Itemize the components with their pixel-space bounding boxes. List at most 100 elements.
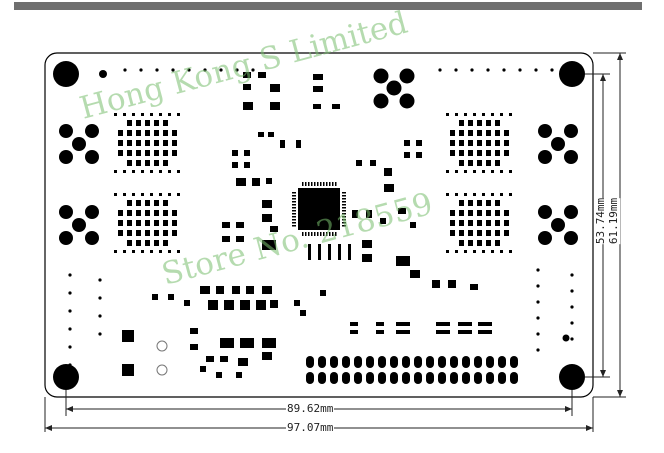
header-pin [318, 372, 326, 384]
header-pin [402, 356, 410, 368]
smd-pad [141, 113, 144, 116]
smd-pad [154, 130, 159, 136]
qfp-lead [292, 198, 296, 200]
smd-pad [446, 113, 449, 116]
smd-pad [410, 222, 416, 228]
smd-pad [486, 220, 491, 226]
smd-pad [127, 150, 132, 156]
smd-pad [477, 150, 482, 156]
smd-pad [459, 160, 464, 166]
smd-pad [145, 240, 150, 246]
qfp-lead [342, 210, 346, 212]
component-pads [59, 68, 578, 384]
via-dot [550, 68, 554, 72]
header-pin [342, 372, 350, 384]
smd-pad [450, 230, 455, 236]
via-dot [486, 68, 490, 72]
smd-pad [136, 230, 141, 236]
via-dot [570, 337, 574, 341]
smd-pad [432, 280, 440, 288]
smd-pad [404, 140, 410, 146]
smd-pad [123, 113, 126, 116]
smd-pad [459, 200, 464, 206]
smd-pad [168, 193, 171, 196]
round-pad [538, 150, 552, 164]
smd-pad [477, 230, 482, 236]
header-pin [450, 372, 458, 384]
round-pad [538, 205, 552, 219]
smd-pad [500, 113, 503, 116]
smd-pad [177, 193, 180, 196]
smd-pad [163, 220, 168, 226]
round-pad [551, 218, 565, 232]
smd-pad [127, 230, 132, 236]
smd-pad [154, 160, 159, 166]
header-pin [342, 356, 350, 368]
via-dot [536, 268, 540, 272]
qfp-lead [292, 207, 296, 209]
smd-pad [450, 220, 455, 226]
smd-pad [190, 328, 198, 334]
smd-pad [168, 170, 171, 173]
header-pin [426, 356, 434, 368]
smd-pad [300, 310, 306, 316]
smd-pad [477, 200, 482, 206]
qfp-lead [292, 201, 296, 203]
dimension-arrow [617, 53, 623, 60]
height-outer-label: 61.19mm [607, 197, 621, 245]
smd-pad [266, 178, 272, 184]
via-dot [502, 68, 506, 72]
smd-pad [145, 140, 150, 146]
via-dot [536, 316, 540, 320]
smd-pad [243, 72, 251, 78]
smd-pad [477, 160, 482, 166]
round-pad [564, 150, 578, 164]
via-dot [187, 68, 191, 72]
smd-pad [473, 113, 476, 116]
qfp-lead [292, 204, 296, 206]
smd-pad [154, 140, 159, 146]
via-dot [570, 273, 574, 277]
smd-pad [163, 120, 168, 126]
smd-pad [468, 130, 473, 136]
round-pad [399, 93, 415, 109]
smd-pad [240, 338, 254, 348]
smd-pad [114, 113, 117, 116]
smd-pad [244, 150, 250, 156]
mounting-hole [559, 364, 585, 390]
smd-pad [127, 240, 132, 246]
via-dot [536, 332, 540, 336]
smd-pad [477, 130, 482, 136]
header-pin [354, 372, 362, 384]
smd-pad [504, 140, 509, 146]
smd-pad [258, 72, 266, 78]
qfp-lead [292, 225, 296, 227]
smd-pad [495, 160, 500, 166]
smd-pad [491, 193, 494, 196]
fiducial-mark [156, 364, 168, 376]
smd-pad [145, 230, 150, 236]
smd-pad [152, 294, 158, 300]
smd-pad [136, 120, 141, 126]
smd-pad [482, 113, 485, 116]
round-pad [538, 231, 552, 245]
via-dot [98, 296, 102, 300]
via-dot [68, 273, 72, 277]
smd-pad [486, 130, 491, 136]
smd-pad [216, 286, 224, 294]
mounting-hole [559, 61, 585, 87]
smd-pad [118, 210, 123, 216]
dimension-arrow [617, 390, 623, 397]
header-pin [474, 356, 482, 368]
smd-pad [145, 160, 150, 166]
smd-pad [486, 120, 491, 126]
via-dot [68, 291, 72, 295]
smd-pad [478, 330, 492, 334]
smd-pad [416, 152, 422, 158]
smd-pad [262, 200, 272, 208]
smd-pad [145, 200, 150, 206]
smd-pad [141, 170, 144, 173]
smd-pad [450, 210, 455, 216]
smd-pad [296, 140, 301, 148]
header-pin [438, 356, 446, 368]
